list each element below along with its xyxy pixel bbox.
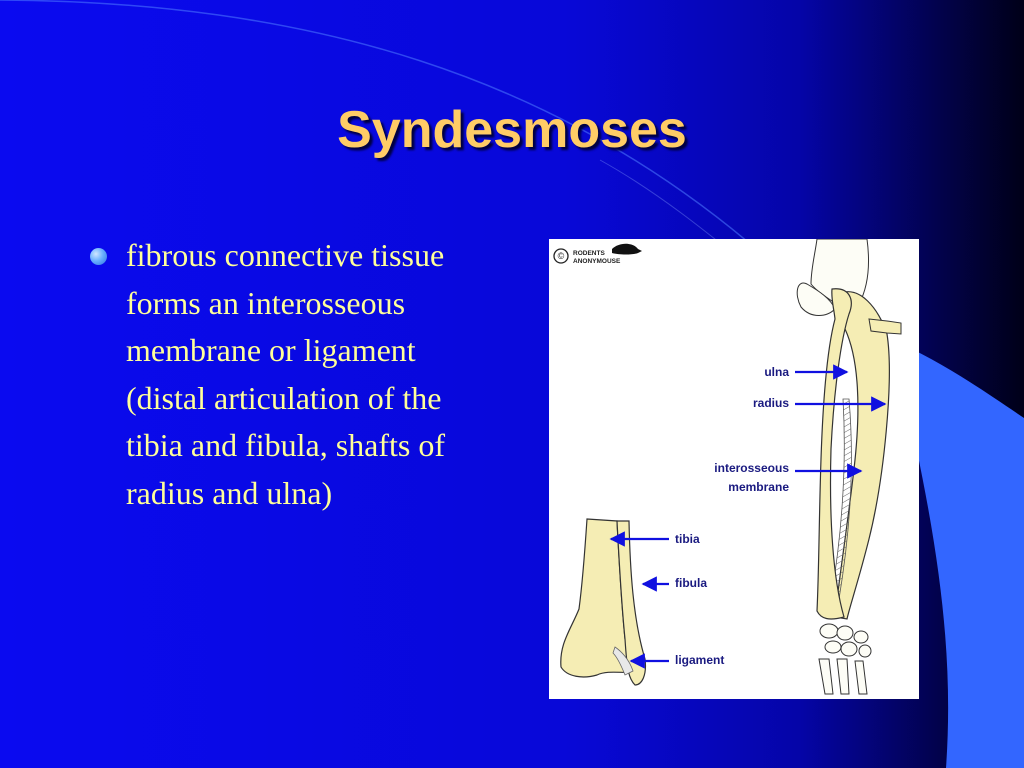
ligament-shape [612, 646, 634, 676]
bone-illustration: © RODENTS ANONYMOUSE [553, 239, 902, 695]
label-fibula: fibula [675, 576, 707, 590]
label-radius: radius [753, 396, 789, 410]
bullet-dot-icon [90, 248, 107, 265]
label-membrane: membrane [728, 480, 789, 494]
bullet-text: fibrous connective tissue forms an inter… [126, 237, 446, 511]
label-interosseous: interosseous [714, 461, 789, 475]
credit-line-1: RODENTS [573, 250, 605, 257]
syndesmosis-figure: © RODENTS ANONYMOUSE [549, 239, 919, 699]
label-ligament: ligament [675, 653, 724, 667]
label-arrows [609, 364, 887, 669]
carpal-bones [818, 623, 872, 695]
slide-title: Syndesmoses [337, 101, 687, 159]
credit-logo: © RODENTS ANONYMOUSE [553, 243, 642, 265]
fibula-bone [616, 520, 647, 686]
bullet-item: fibrous connective tissue forms an inter… [88, 232, 488, 517]
label-tibia: tibia [675, 532, 700, 546]
mouse-icon [612, 243, 642, 255]
copyright-icon: © [558, 251, 565, 261]
bullet-list: fibrous connective tissue forms an inter… [88, 232, 488, 517]
credit-line-2: ANONYMOUSE [573, 258, 621, 265]
label-ulna: ulna [764, 365, 789, 379]
